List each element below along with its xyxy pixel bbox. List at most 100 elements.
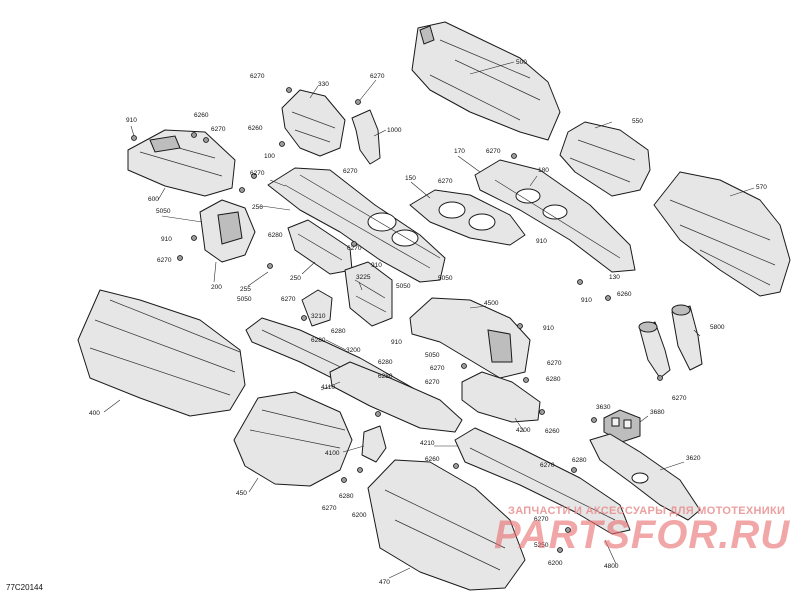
part-4110-rail [329, 361, 463, 433]
callout-150: 150 [405, 175, 416, 182]
callout-6270-k: 6270 [425, 379, 440, 386]
part-3225-bracket [344, 261, 393, 327]
callout-6270-l: 6270 [672, 395, 687, 402]
part-450-panel [233, 391, 353, 487]
callout-6260-a: 6260 [194, 112, 209, 119]
callout-6270-top: 6270 [250, 73, 265, 80]
callout-5800: 5800 [710, 324, 725, 331]
callout-200: 200 [211, 284, 222, 291]
callout-910-f: 910 [543, 325, 554, 332]
callout-4800: 4800 [604, 563, 619, 570]
fasteners [131, 87, 663, 553]
callout-3210: 3210 [311, 313, 326, 320]
callout-6280-d: 6280 [378, 359, 393, 366]
callout-910-c: 910 [536, 238, 547, 245]
callout-170: 170 [454, 148, 465, 155]
callout-6280-a: 6280 [268, 232, 283, 239]
callout-6270-m: 6270 [540, 462, 555, 469]
part-1000-handle [351, 109, 381, 165]
part-4500-mount [409, 297, 531, 379]
callout-5050-a: 5050 [156, 208, 171, 215]
callout-6270-n: 6270 [322, 505, 337, 512]
callout-180: 180 [538, 167, 549, 174]
callout-6270-g: 6270 [157, 257, 172, 264]
part-4200-bracket [461, 371, 541, 423]
callout-6270-e: 6270 [438, 178, 453, 185]
callout-4500: 4500 [484, 300, 499, 307]
part-180-console-cover [474, 159, 636, 273]
callout-100: 100 [264, 153, 275, 160]
callout-5050-b: 5050 [438, 275, 453, 282]
part-4210-lower-rail [454, 427, 631, 535]
callout-3630: 3630 [596, 404, 611, 411]
callout-1000: 1000 [387, 127, 402, 134]
callout-910-e: 910 [581, 297, 592, 304]
callout-6260-b: 6260 [248, 125, 263, 132]
callout-256: 256 [252, 204, 263, 211]
callout-5050-c: 5050 [237, 296, 252, 303]
callout-6280-h: 6280 [339, 493, 354, 500]
part-550-panel [559, 121, 651, 197]
callout-6270-a: 6270 [211, 126, 226, 133]
callout-4110: 4110 [321, 384, 335, 391]
watermark: ЗАПЧАСТИ И АКСЕССУАРЫ ДЛЯ МОТОТЕХНИКИ PA… [494, 505, 790, 557]
callout-labels: 500 550 570 330 6270 6270 1000 910 6260 … [89, 59, 767, 586]
callout-6270-j: 6270 [430, 365, 445, 372]
callout-470: 470 [379, 579, 390, 586]
part-500-upper-panel [411, 21, 561, 141]
callout-4210: 4210 [420, 440, 435, 447]
part-150-cupholder [409, 189, 526, 246]
part-330-bracket [281, 89, 346, 157]
callout-255: 255 [240, 286, 251, 293]
callout-5250: 5250 [534, 542, 549, 549]
callout-3225: 3225 [356, 274, 371, 281]
callout-6270-i: 6270 [547, 360, 562, 367]
callout-600: 600 [148, 196, 159, 203]
part-3620-arm [589, 433, 701, 521]
callout-910-b: 910 [161, 236, 172, 243]
callout-450: 450 [236, 490, 247, 497]
callout-6280-f: 6280 [546, 376, 561, 383]
callout-6270-d: 6270 [250, 170, 265, 177]
part-3680-switch-block [603, 409, 641, 443]
callout-570: 570 [756, 184, 767, 191]
part-100-console-frame [267, 167, 446, 283]
callout-6280-b: 6280 [311, 337, 326, 344]
callout-6260-d: 6260 [545, 428, 560, 435]
part-570-side-panel [653, 171, 791, 297]
callout-500a: 500 [516, 59, 527, 66]
callout-550: 550 [632, 118, 643, 125]
watermark-brand: PARTSFOR.RU [494, 513, 790, 557]
callout-3620: 3620 [686, 455, 701, 462]
part-470-lower-panel [367, 459, 526, 591]
callout-6280-c: 6280 [331, 328, 346, 335]
callout-250: 250 [290, 275, 301, 282]
part-600-tray [127, 129, 236, 197]
part-4100-bracket [361, 425, 387, 463]
callout-3200: 3200 [346, 347, 361, 354]
callout-6270-h: 6270 [281, 296, 296, 303]
callout-910-d: 910 [371, 262, 382, 269]
callout-6200-a: 6200 [352, 512, 367, 519]
callout-5050-d: 5050 [396, 283, 411, 290]
part-400-side-panel [77, 289, 246, 417]
callout-910-g: 910 [391, 339, 402, 346]
callout-6270-c: 6270 [486, 148, 501, 155]
callout-910-a: 910 [126, 117, 137, 124]
callout-6260-e: 6260 [425, 456, 440, 463]
callout-6270-f: 6270 [347, 245, 362, 252]
callout-6280-g: 6280 [572, 457, 587, 464]
callout-4100: 4100 [325, 450, 340, 457]
callout-6280-e: 6280 [378, 373, 393, 380]
part-3210-bracket [301, 289, 333, 327]
callout-4200: 4200 [516, 427, 531, 434]
callout-330: 330 [318, 81, 329, 88]
callout-6200-b: 6200 [548, 560, 563, 567]
callout-5050-e: 5050 [425, 352, 440, 359]
watermark-tagline: ЗАПЧАСТИ И АКСЕССУАРЫ ДЛЯ МОТОТЕХНИКИ [508, 505, 785, 517]
diagram-code: 77C20144 [6, 583, 43, 592]
leader-lines [103, 61, 755, 579]
callout-6270-top2: 6270 [370, 73, 385, 80]
callout-400: 400 [89, 410, 100, 417]
callout-3680: 3680 [650, 409, 665, 416]
